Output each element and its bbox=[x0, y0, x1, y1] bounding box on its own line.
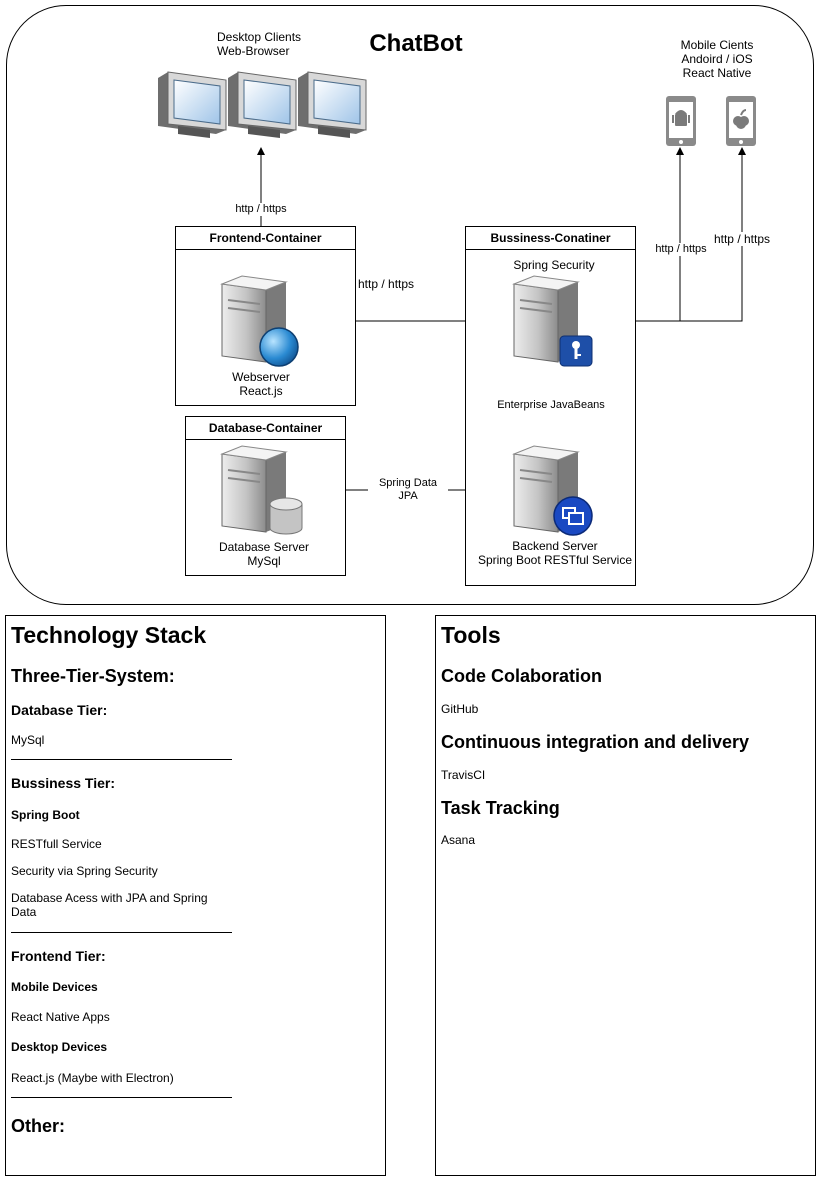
database-server-label-line1: Database Server bbox=[218, 540, 310, 554]
divider bbox=[11, 932, 232, 933]
mobile-clients-line1: Mobile Cients bbox=[680, 38, 754, 52]
edge-label-mobile-http-1: http / https bbox=[646, 243, 716, 256]
other-heading: Other: bbox=[11, 1116, 65, 1136]
edge-label-spring-data-line2: JPA bbox=[398, 490, 418, 502]
backend-server-label: Backend Server Spring Boot RESTful Servi… bbox=[466, 539, 644, 567]
business-item-database-access: Database Acess with JPA and Spring Data bbox=[11, 891, 208, 919]
edge-label-mobile-http-2: http / https bbox=[707, 232, 777, 246]
business-container-title: Bussiness-Conatiner bbox=[466, 227, 635, 250]
mobile-clients-line2: Andoird / iOS bbox=[681, 52, 753, 66]
tools-title: Tools bbox=[441, 622, 501, 648]
mobile-clients-label: Mobile Cients Andoird / iOS React Native bbox=[666, 38, 768, 80]
frontend-container-title: Frontend-Container bbox=[176, 227, 355, 250]
diagram-canvas bbox=[158, 71, 756, 494]
desktop-devices-heading: Desktop Devices bbox=[11, 1040, 108, 1054]
divider bbox=[11, 1097, 232, 1098]
desktop-devices-item: React.js (Maybe with Electron) bbox=[11, 1071, 174, 1085]
spring-boot-heading: Spring Boot bbox=[11, 808, 80, 822]
backend-server-label-line1: Backend Server bbox=[512, 539, 598, 553]
database-server-icon bbox=[220, 445, 303, 535]
desktop-clients-line1: Desktop Clients bbox=[217, 30, 302, 44]
database-tier-heading: Database Tier: bbox=[11, 702, 108, 718]
webserver-label-line1: Webserver bbox=[232, 370, 290, 384]
edge-label-front-business-http: http / https bbox=[358, 277, 415, 291]
ci-heading: Continuous integration and delivery bbox=[441, 732, 750, 752]
code-collab-item: GitHub bbox=[441, 702, 479, 716]
mobile-clients-line3: React Native bbox=[682, 66, 752, 80]
mobile-devices-heading: Mobile Devices bbox=[11, 980, 98, 994]
monitor-icon bbox=[158, 71, 367, 138]
backend-server-windows-icon bbox=[512, 445, 593, 536]
database-container-title: Database-Container bbox=[186, 417, 345, 440]
ejb-label: Enterprise JavaBeans bbox=[486, 399, 616, 412]
tools-panel: Tools Code Colaboration GitHub Continuou… bbox=[435, 615, 816, 1176]
database-server-label: Database Server MySql bbox=[204, 540, 324, 568]
diagram-title: ChatBot bbox=[369, 30, 463, 57]
webserver-label-line2: React.js bbox=[239, 384, 283, 398]
code-collab-heading: Code Colaboration bbox=[441, 666, 602, 686]
task-tracking-item: Asana bbox=[441, 833, 476, 847]
spring-security-label: Spring Security bbox=[513, 258, 595, 272]
edge-label-spring-data: Spring Data JPA bbox=[368, 477, 448, 503]
tech-stack-title: Technology Stack bbox=[11, 622, 207, 648]
desktop-clients-line2: Web-Browser bbox=[217, 44, 290, 58]
apple-phone-icon bbox=[726, 96, 756, 146]
edge-label-spring-data-line1: Spring Data bbox=[378, 477, 438, 489]
tech-stack-panel: Technology Stack Three-Tier-System: Data… bbox=[5, 615, 386, 1176]
web-server-globe-icon bbox=[220, 275, 299, 367]
desktop-clients-label: Desktop Clients Web-Browser bbox=[217, 30, 317, 58]
edge-label-desktop-http: http / https bbox=[226, 203, 296, 216]
three-tier-heading: Three-Tier-System: bbox=[11, 666, 175, 686]
diagram-frame bbox=[6, 5, 814, 605]
business-tier-heading: Bussiness Tier: bbox=[11, 775, 116, 791]
database-tier-item: MySql bbox=[11, 733, 45, 747]
mobile-devices-item: React Native Apps bbox=[11, 1010, 110, 1024]
business-item-security: Security via Spring Security bbox=[11, 864, 158, 878]
database-server-label-line2: MySql bbox=[247, 554, 281, 568]
backend-server-label-line2: Spring Boot RESTful Service bbox=[477, 553, 633, 567]
ci-item: TravisCI bbox=[441, 768, 486, 782]
server-icons bbox=[220, 275, 593, 536]
business-item-rest: RESTfull Service bbox=[11, 837, 102, 851]
frontend-tier-heading: Frontend Tier: bbox=[11, 948, 106, 964]
security-server-key-icon bbox=[512, 275, 593, 367]
task-tracking-heading: Task Tracking bbox=[441, 798, 560, 818]
android-phone-icon bbox=[666, 96, 696, 146]
webserver-label: Webserver React.js bbox=[205, 370, 317, 398]
divider bbox=[11, 759, 232, 760]
